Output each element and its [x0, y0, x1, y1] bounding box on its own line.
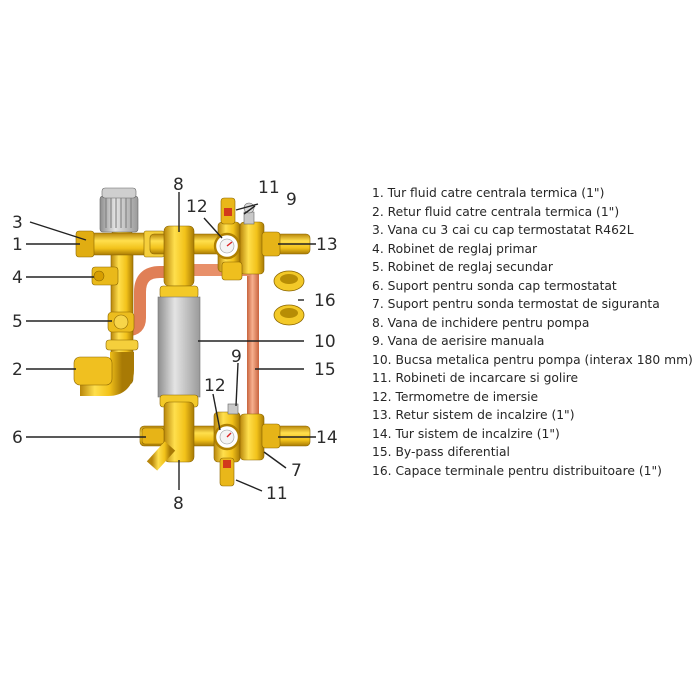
legend-item: 7. Suport pentru sonda termostat de sigu… — [372, 297, 660, 311]
legend-item: 2. Retur fluid catre centrala termica (1… — [372, 204, 620, 219]
callout-2: 2 — [12, 360, 23, 380]
callout-8-bottom: 8 — [173, 494, 184, 514]
callout-4: 4 — [12, 268, 23, 288]
upper-manifold — [149, 197, 311, 287]
legend-item: 5. Robinet de reglaj secundar — [372, 260, 553, 274]
legend-item: 16. Capace terminale pentru distribuitoa… — [372, 463, 662, 478]
legend-item: 6. Suport pentru sonda cap termostatat — [372, 278, 617, 293]
legend-item: 8. Vana de inchidere pentru pompa — [372, 315, 590, 330]
callout-9-bottom: 9 — [231, 347, 242, 367]
legend-item: 4. Robinet de reglaj primar — [372, 241, 538, 256]
callout-8-top: 8 — [173, 175, 184, 195]
legend-item: 13. Retur sistem de incalzire (1") — [372, 408, 575, 422]
callout-13: 13 — [316, 235, 338, 255]
callout-5: 5 — [12, 312, 23, 332]
leader-lines — [26, 192, 316, 492]
legend-item: 3. Vana cu 3 cai cu cap termostatat R462… — [372, 223, 634, 237]
legend-item: 10. Bucsa metalica pentru pompa (interax… — [372, 352, 693, 367]
legend-item: 14. Tur sistem de incalzire (1") — [372, 426, 560, 441]
lower-manifold — [139, 401, 311, 487]
pump-spacer — [157, 285, 201, 408]
bypass-pipe — [194, 262, 259, 422]
legend-list: 1. Tur fluid catre centrala termica (1")… — [372, 184, 697, 480]
end-caps — [273, 270, 305, 326]
primary-circuit — [73, 187, 191, 396]
callout-14: 14 — [316, 428, 338, 448]
callout-1: 1 — [12, 235, 23, 255]
callout-12-top: 12 — [186, 197, 208, 217]
callout-7: 7 — [291, 461, 302, 481]
legend-item: 11. Robineti de incarcare si golire — [372, 371, 579, 385]
legend-item: 12. Termometre de imersie — [372, 389, 539, 404]
callout-15: 15 — [314, 360, 336, 380]
callout-11-top: 11 — [258, 178, 280, 198]
callout-10: 10 — [314, 332, 336, 352]
callout-11-bottom: 11 — [266, 484, 288, 504]
legend-item: 9. Vana de aerisire manuala — [372, 334, 545, 348]
legend-item: 15. By-pass diferential — [372, 445, 510, 459]
callout-labels: 3 1 4 5 2 6 8 8 11 9 12 13 16 10 15 9 12… — [12, 175, 338, 514]
legend-item: 1. Tur fluid catre centrala termica (1") — [372, 186, 605, 200]
callout-3: 3 — [12, 213, 23, 233]
callout-6: 6 — [12, 428, 23, 448]
callout-16: 16 — [314, 291, 336, 311]
callout-12-bottom: 12 — [204, 376, 226, 396]
callout-9-top: 9 — [286, 190, 297, 210]
